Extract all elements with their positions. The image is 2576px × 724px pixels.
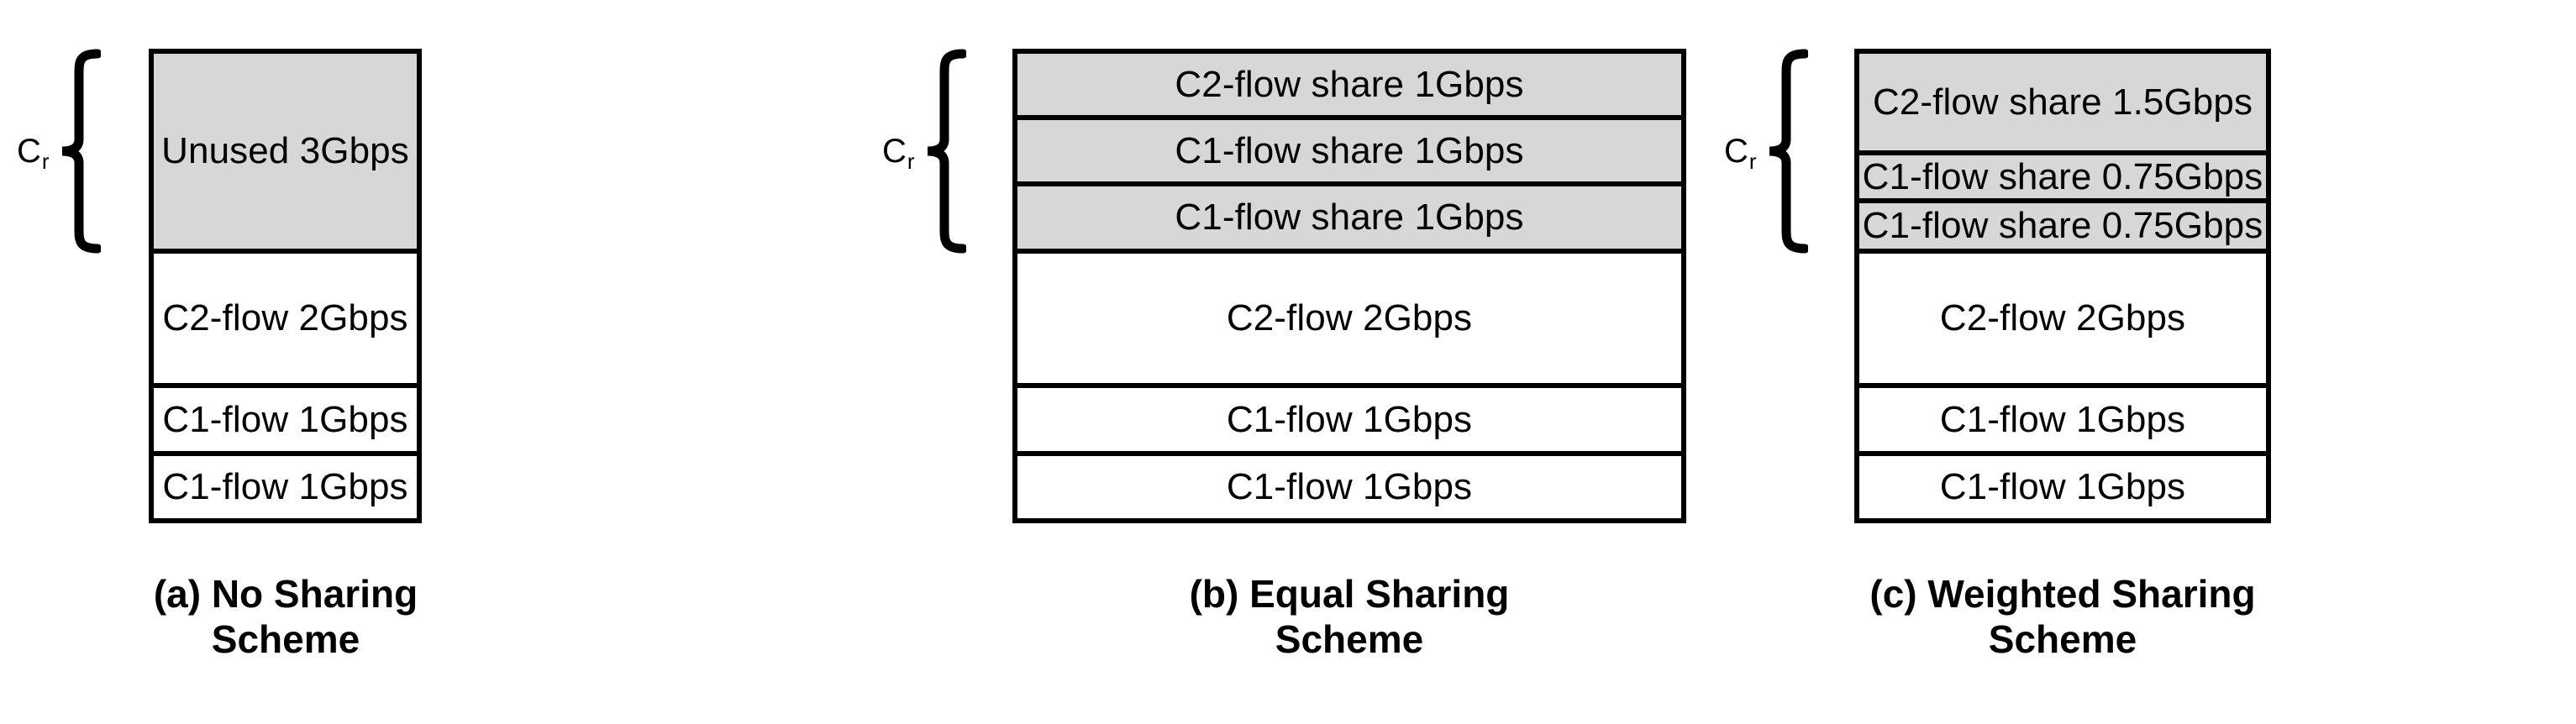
stack-row: C1-flow share 0.75Gbps [1859,155,2266,203]
panel-caption: (a) No Sharing Scheme [153,572,418,662]
row-label: C1-flow 1Gbps [162,466,408,507]
row-label: C2-flow share 1Gbps [1175,63,1524,105]
panel-caption: (c) Weighted Sharing Scheme [1869,572,2256,662]
cr-bracket-group-a: Cr [17,49,101,254]
row-label: C1-flow share 0.75Gbps [1862,205,2263,246]
capacity-stack-a: Unused 3Gbps C2-flow 2Gbps C1-flow 1Gbps… [149,49,422,523]
row-label: C1-flow share 1Gbps [1175,129,1524,171]
cr-label-b: Cr [882,133,915,172]
cr-bracket-group-b: Cr [882,49,966,254]
cr-bracket-group-c: Cr [1724,49,1808,254]
stack-row: C2-flow share 1.5Gbps [1859,54,2266,155]
cr-base-c: C [1724,133,1748,170]
cr-subscript-a: r [41,149,50,174]
cr-base-b: C [882,133,907,170]
stack-row: C1-flow 1Gbps [154,456,417,518]
stack-row: C1-flow 1Gbps [1859,388,2266,456]
stack-row: C1-flow share 1Gbps [1017,120,1681,186]
cr-base-a: C [17,133,41,170]
stack-row: C2-flow share 1Gbps [1017,54,1681,120]
stack-row: C2-flow 2Gbps [1859,254,2266,388]
stack-row: C1-flow 1Gbps [1859,456,2266,518]
row-label: C1-flow share 1Gbps [1175,197,1524,238]
stack-row: C1-flow 1Gbps [1017,388,1681,456]
capacity-stack-b: C2-flow share 1Gbps C1-flow share 1Gbps … [1012,49,1686,523]
cr-label-a: Cr [17,133,50,172]
row-label: C2-flow 2Gbps [162,297,408,338]
stack-row: C1-flow 1Gbps [154,388,417,456]
row-label: C1-flow 1Gbps [1226,466,1473,507]
row-label: C2-flow share 1.5Gbps [1872,81,2253,123]
curly-brace-icon [927,49,966,254]
row-label: C1-flow 1Gbps [1939,466,2186,507]
stack-row: C1-flow share 0.75Gbps [1859,203,2266,254]
row-label: C1-flow 1Gbps [1226,398,1473,440]
capacity-stack-c: C2-flow share 1.5Gbps C1-flow share 0.75… [1854,49,2271,523]
stack-row: C1-flow share 1Gbps [1017,186,1681,254]
stack-row: C2-flow 2Gbps [154,254,417,388]
row-label: C2-flow 2Gbps [1226,297,1473,338]
stack-row: C1-flow 1Gbps [1017,456,1681,518]
row-label: C1-flow 1Gbps [1939,398,2186,440]
row-label: C1-flow share 0.75Gbps [1862,155,2263,197]
curly-brace-icon [61,49,101,254]
stack-row: C2-flow 2Gbps [1017,254,1681,388]
cr-subscript-b: r [907,149,915,174]
cr-label-c: Cr [1724,133,1757,172]
cr-subscript-c: r [1748,149,1757,174]
row-label: C1-flow 1Gbps [162,398,408,440]
curly-brace-icon [1769,49,1808,254]
row-label: C2-flow 2Gbps [1939,297,2186,338]
row-label: Unused 3Gbps [161,130,409,171]
stack-row: Unused 3Gbps [154,54,417,254]
panel-caption: (b) Equal Sharing Scheme [1189,572,1510,662]
